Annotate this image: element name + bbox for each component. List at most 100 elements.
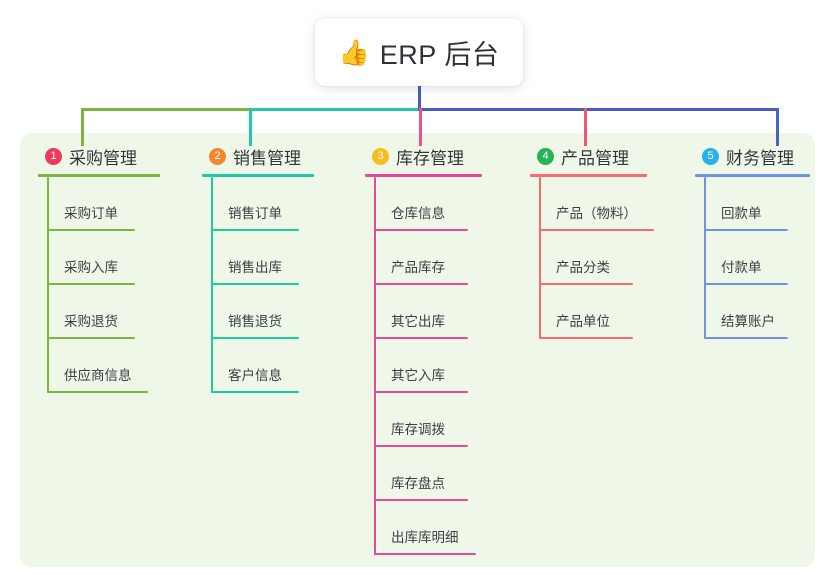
leaf-spine-2 [211, 177, 213, 393]
leaf-spine-5 [704, 177, 706, 339]
root-node-card[interactable]: 👍 ERP 后台 [315, 18, 523, 86]
diagram-panel [20, 133, 815, 567]
leaf-item-label: 产品（物料） [556, 206, 637, 221]
thumbs-up-icon: 👍 [338, 37, 370, 67]
branch-badge-2: 2 [209, 147, 226, 165]
branch-underline-3 [365, 174, 482, 177]
branch-header-5[interactable]: 5 财务管理 [695, 143, 835, 169]
leaf-list-1: 采购订单采购入库采购退货供应商信息 [38, 177, 188, 393]
leaf-item[interactable]: 仓库信息 [365, 177, 520, 231]
leaf-item-label: 销售出库 [228, 260, 282, 275]
branch-header-2[interactable]: 2 销售管理 [202, 143, 352, 169]
branch-title-2: 销售管理 [233, 148, 301, 168]
leaf-item[interactable]: 结算账户 [695, 285, 835, 339]
leaf-item-label: 采购入库 [64, 260, 118, 275]
leaf-item-label: 库存调拨 [391, 422, 445, 437]
root-title: ERP 后台 [379, 39, 500, 70]
leaf-item[interactable]: 付款单 [695, 231, 835, 285]
leaf-list-3: 仓库信息产品库存其它出库其它入库库存调拨库存盘点出库库明细 [365, 177, 520, 555]
leaf-item[interactable]: 其它出库 [365, 285, 520, 339]
leaf-item-underline [374, 445, 468, 447]
leaf-item[interactable]: 产品分类 [530, 231, 690, 285]
branch-stub-2 [249, 108, 252, 146]
leaf-spine-4 [539, 177, 541, 339]
branch-column-1: 1 采购管理采购订单采购入库采购退货供应商信息 [38, 143, 188, 393]
leaf-item[interactable]: 产品库存 [365, 231, 520, 285]
branch-underline-4 [530, 174, 647, 177]
leaf-item-underline [539, 283, 633, 285]
leaf-item[interactable]: 采购退货 [38, 285, 188, 339]
branch-stub-1 [81, 108, 84, 146]
leaf-item[interactable]: 采购订单 [38, 177, 188, 231]
leaf-item-underline [704, 337, 788, 339]
leaf-item-label: 销售订单 [228, 206, 282, 221]
leaf-item-underline [211, 391, 299, 393]
leaf-item-underline [704, 283, 788, 285]
leaf-item[interactable]: 采购入库 [38, 231, 188, 285]
leaf-item-underline [47, 391, 148, 393]
leaf-spine-1 [47, 177, 49, 393]
leaf-item-underline [374, 391, 468, 393]
leaf-item-underline [374, 283, 468, 285]
leaf-item-underline [211, 229, 299, 231]
leaf-spine-3 [374, 177, 376, 555]
leaf-item-underline [704, 229, 788, 231]
branch-underline-2 [202, 174, 314, 177]
leaf-item-underline [211, 283, 299, 285]
leaf-item[interactable]: 产品单位 [530, 285, 690, 339]
leaf-item-label: 库存盘点 [391, 476, 445, 491]
leaf-item-label: 其它出库 [391, 314, 445, 329]
leaf-item-label: 客户信息 [228, 368, 282, 383]
leaf-item-label: 结算账户 [721, 314, 775, 329]
branch-column-5: 5 财务管理回款单付款单结算账户 [695, 143, 835, 339]
branch-stub-4 [584, 108, 587, 146]
leaf-list-5: 回款单付款单结算账户 [695, 177, 835, 339]
branch-header-1[interactable]: 1 采购管理 [38, 143, 188, 169]
leaf-item[interactable]: 供应商信息 [38, 339, 188, 393]
leaf-item-label: 销售退货 [228, 314, 282, 329]
leaf-item-label: 产品单位 [556, 314, 610, 329]
leaf-item[interactable]: 其它入库 [365, 339, 520, 393]
leaf-item-label: 采购退货 [64, 314, 118, 329]
leaf-item-underline [374, 553, 476, 555]
leaf-item[interactable]: 销售出库 [202, 231, 352, 285]
leaf-item[interactable]: 产品（物料） [530, 177, 690, 231]
branch-stub-5 [776, 108, 779, 146]
branch-underline-5 [695, 174, 810, 177]
leaf-item[interactable]: 出库库明细 [365, 501, 520, 555]
leaf-list-2: 销售订单销售出库销售退货客户信息 [202, 177, 352, 393]
leaf-item-label: 供应商信息 [64, 368, 132, 383]
leaf-item-underline [374, 499, 468, 501]
leaf-item[interactable]: 库存盘点 [365, 447, 520, 501]
branch-title-1: 采购管理 [69, 148, 137, 168]
leaf-item[interactable]: 库存调拨 [365, 393, 520, 447]
leaf-item-label: 付款单 [721, 260, 762, 275]
leaf-item[interactable]: 销售退货 [202, 285, 352, 339]
bus-segment-3 [419, 108, 776, 111]
leaf-item[interactable]: 销售订单 [202, 177, 352, 231]
branch-badge-1: 1 [45, 147, 62, 165]
leaf-item-label: 仓库信息 [391, 206, 445, 221]
leaf-item[interactable]: 回款单 [695, 177, 835, 231]
branch-title-5: 财务管理 [726, 148, 794, 168]
leaf-item-underline [47, 283, 135, 285]
branch-title-3: 库存管理 [396, 148, 464, 168]
bus-segment-1 [81, 108, 249, 111]
leaf-item-label: 回款单 [721, 206, 762, 221]
leaf-item-label: 采购订单 [64, 206, 118, 221]
branch-badge-5: 5 [702, 147, 719, 165]
root-node-content: 👍 ERP 后台 [339, 33, 500, 72]
branch-underline-1 [38, 174, 160, 177]
leaf-item-label: 产品分类 [556, 260, 610, 275]
leaf-item-underline [47, 229, 135, 231]
leaf-item-label: 其它入库 [391, 368, 445, 383]
branch-title-4: 产品管理 [561, 148, 629, 168]
branch-stub-3 [419, 108, 422, 146]
leaf-item[interactable]: 客户信息 [202, 339, 352, 393]
leaf-item-underline [539, 337, 633, 339]
